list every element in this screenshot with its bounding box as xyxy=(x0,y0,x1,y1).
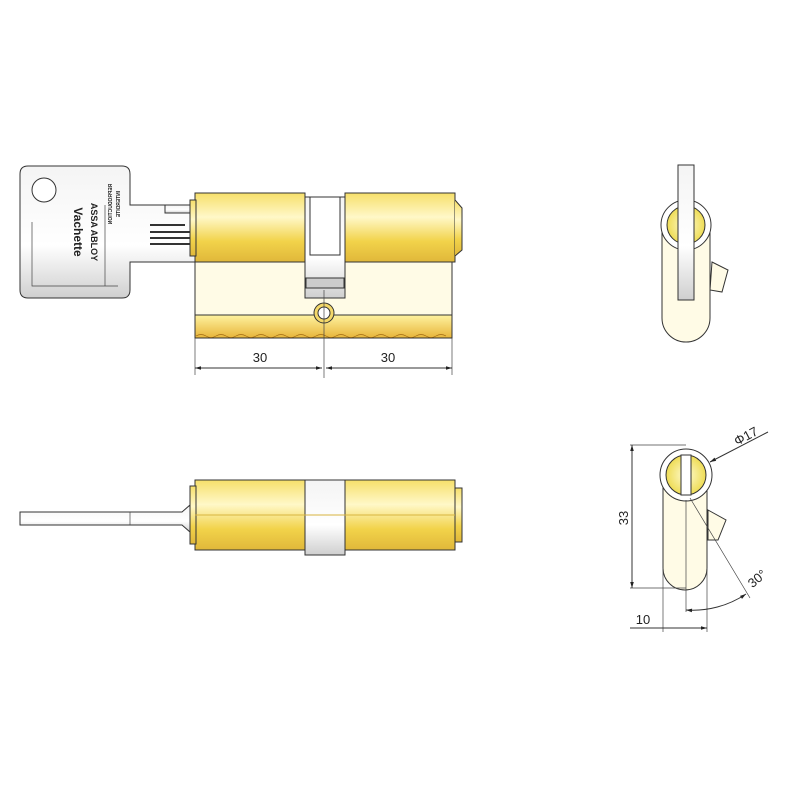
top-view xyxy=(19,479,463,556)
front-view: Vachette ASSA ABLOY REPRODUCTION INTERDI… xyxy=(19,165,463,378)
width-dimension-label: 10 xyxy=(636,612,650,627)
dimension-left-label: 30 xyxy=(253,350,267,365)
key-notice-line1: REPRODUCTION xyxy=(108,184,114,225)
key-end xyxy=(677,164,695,301)
key-brand-text: Vachette xyxy=(71,207,85,257)
key: Vachette ASSA ABLOY REPRODUCTION INTERDI… xyxy=(19,165,196,299)
diameter-dimension-label: Φ17 xyxy=(731,424,760,449)
height-dimension-label: 33 xyxy=(616,511,631,525)
cam-side xyxy=(304,479,346,556)
dimension-right-label: 30 xyxy=(381,350,395,365)
key-outline xyxy=(19,165,196,299)
cam-end xyxy=(707,509,727,541)
cam-end xyxy=(709,261,729,293)
end-view-with-key xyxy=(660,164,729,343)
key-notice-line2: INTERDITE xyxy=(116,191,122,218)
right-plug xyxy=(344,192,456,263)
key-ring-hole xyxy=(31,177,57,203)
key-group-text: ASSA ABLOY xyxy=(89,203,99,261)
cam-angle-label: 30° xyxy=(745,566,770,590)
left-plug xyxy=(194,192,306,263)
key-blade-side xyxy=(19,503,191,534)
end-view-dimensioned: 33 10 Φ17 30° xyxy=(616,424,769,632)
